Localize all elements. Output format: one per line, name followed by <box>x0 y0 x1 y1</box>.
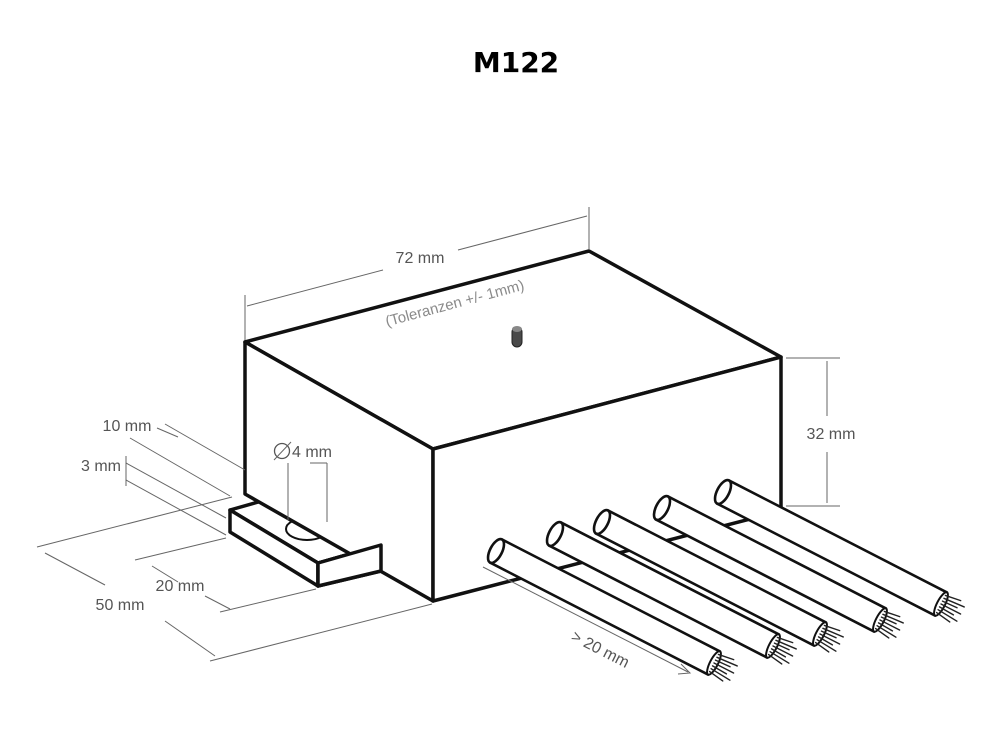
dim-hole: 4 mm <box>273 441 332 522</box>
dim-height: 32 mm <box>786 357 856 507</box>
cable-2 <box>545 520 797 665</box>
cables <box>486 478 965 682</box>
cable-3 <box>592 508 844 653</box>
diameter-icon <box>273 442 291 460</box>
dim-height-label: 32 mm <box>807 426 856 443</box>
dim-tab: 10 mm 3 mm 20 mm 50 mm <box>36 418 433 662</box>
dim-tab-offset-label: 20 mm <box>156 578 205 595</box>
cable-1 <box>486 537 738 682</box>
cable-4 <box>652 494 904 639</box>
led-indicator <box>511 326 523 348</box>
dim-cable-label: > 20 mm <box>568 628 632 672</box>
drawing-title: M122 <box>473 46 559 79</box>
dim-depth-label: 50 mm <box>96 597 145 614</box>
dim-hole-label: 4 mm <box>292 444 332 461</box>
housing <box>243 249 783 603</box>
cable-5 <box>713 478 965 623</box>
dim-length-label: 72 mm <box>396 250 445 267</box>
dim-tab-thickness-label: 3 mm <box>81 458 121 475</box>
dim-tab-width-label: 10 mm <box>103 418 152 435</box>
